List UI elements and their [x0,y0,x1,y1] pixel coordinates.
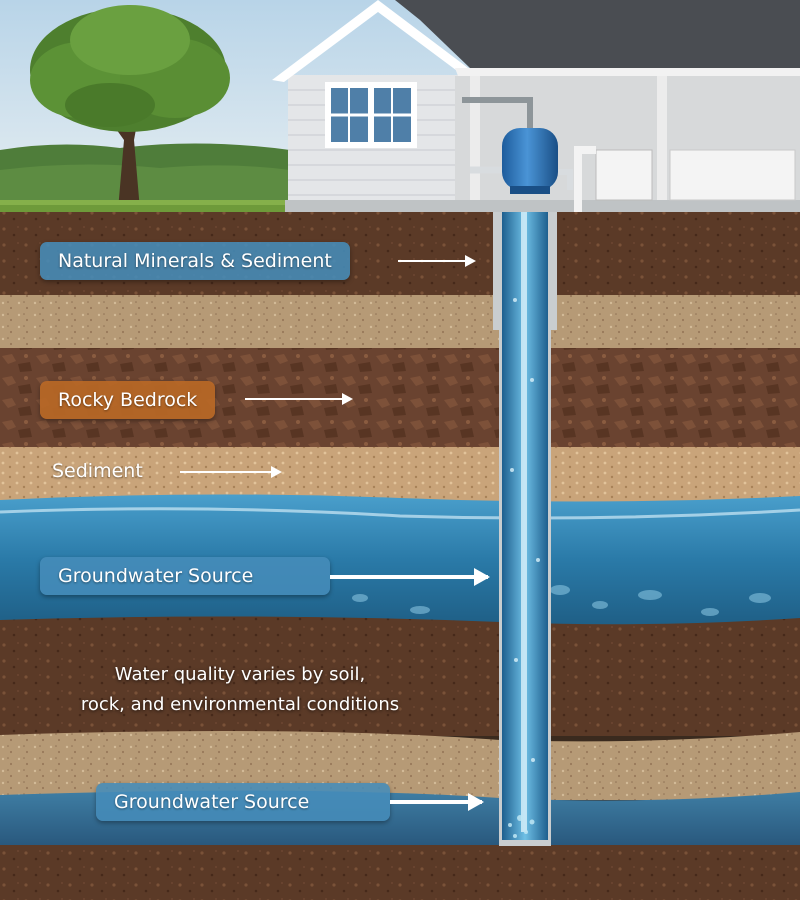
label-sediment: Sediment [52,460,143,482]
well-casing-icon [493,212,557,846]
note-line-2: rock, and environmental conditions [80,694,400,715]
deep-soil-layer [0,616,800,736]
arrow-right-icon [245,393,353,405]
window-icon [325,82,417,148]
note-line-1: Water quality varies by soil, [114,664,366,685]
water-quality-note: Water quality varies by soil, rock, and … [20,660,460,720]
water-softener-icon [595,149,653,201]
pressure-tank-icon [462,97,596,266]
sediment-layer [0,447,800,502]
arrow-right-icon [390,793,484,811]
arrow-right-icon [330,568,490,586]
arrow-right-icon [180,466,282,478]
sand-layer [0,295,800,351]
label-rocky-bedrock: Rocky Bedrock [40,381,216,419]
bottom-soil-layer [0,845,800,900]
label-natural-minerals: Natural Minerals & Sediment [40,242,350,280]
deep-sand-layer [0,731,800,800]
label-groundwater-upper: Groundwater Source [40,557,330,595]
arrow-right-icon [398,255,476,267]
tree-icon [30,5,230,210]
label-groundwater-lower: Groundwater Source [96,783,390,821]
foundation-slab [285,200,800,212]
utility-counter [669,149,796,201]
